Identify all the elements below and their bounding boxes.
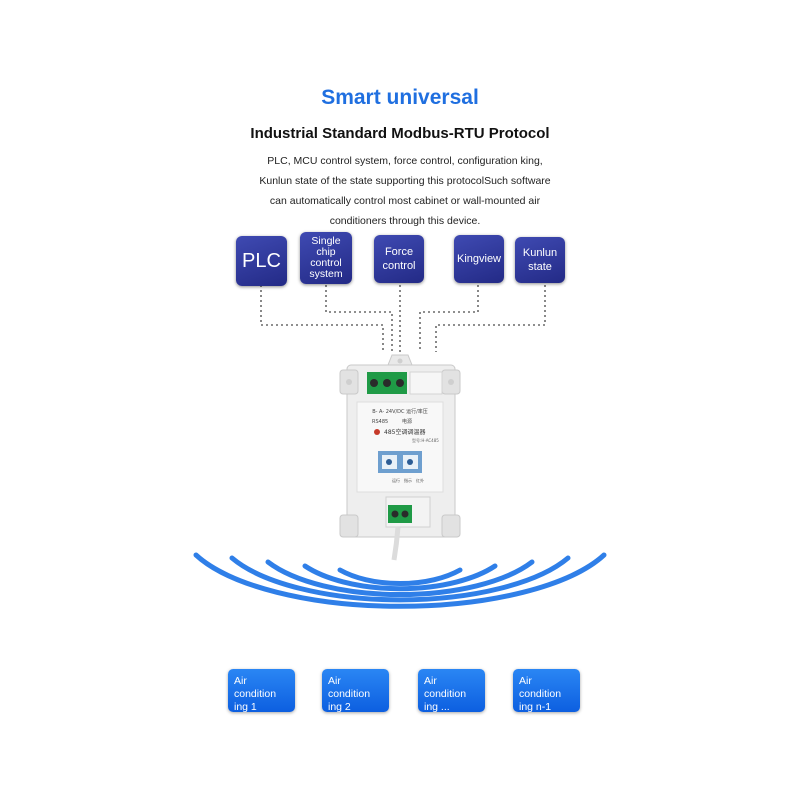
terminal-label: B- A- 24V/DC 运行/率压 — [372, 408, 428, 415]
ac-label-line: ing 2 — [328, 701, 351, 713]
side-label: 红外 — [416, 477, 424, 483]
protocol-subtitle: Industrial Standard Modbus-RTU Protocol — [250, 125, 550, 142]
description-line: can automatically control most cabinet o… — [269, 195, 541, 207]
air-conditioner-box: Air condition ing 2 — [322, 669, 389, 713]
system-label-line: state — [528, 261, 552, 273]
air-conditioner-box: Air condition ing 1 — [228, 669, 295, 713]
system-label-line: control — [382, 260, 416, 272]
ac-label-line: ing 1 — [234, 701, 257, 713]
kingview-connector — [419, 285, 479, 352]
description-line: PLC, MCU control system, force control, … — [267, 155, 543, 167]
system-box-force-control: Force control — [374, 235, 424, 283]
description-line: Kunlun state of the state supporting thi… — [259, 175, 551, 187]
system-box-kingview: Kingview — [454, 235, 504, 283]
wave-arc — [337, 567, 463, 587]
headline: Smart universal — [321, 86, 479, 109]
ac-label-line: Air condition — [328, 675, 371, 700]
rs485-label: RS485 — [372, 419, 388, 425]
wave-arc — [193, 552, 607, 609]
ac-label-line: ing ... — [424, 701, 450, 713]
ac-label-line: Air condition — [234, 675, 277, 700]
product-name: 485空调调温器 — [384, 428, 425, 436]
air-conditioner-box: Air condition ing ... — [418, 669, 485, 713]
plc-connector — [260, 285, 384, 352]
system-label-line: control — [310, 257, 342, 269]
system-label: PLC — [242, 249, 281, 272]
system-label-line: chip — [316, 246, 336, 258]
kunlun-connector — [435, 285, 546, 352]
mcu-connector — [325, 285, 393, 352]
system-box-kunlun: Kunlun state — [515, 237, 565, 283]
wave-arc — [302, 563, 498, 592]
system-label: Kingview — [456, 252, 502, 265]
controller-device: B- A- 24V/DC 运行/率压 RS485 电源 485空调调温器 型号:… — [339, 354, 461, 561]
wave-arc — [265, 559, 535, 598]
model-label: 型号:H-AC485 — [412, 437, 439, 443]
description: PLC, MCU control system, force control, … — [240, 151, 570, 231]
description-line: conditioners through this device. — [329, 215, 481, 227]
power-label: 电源 — [402, 418, 412, 425]
wave-arcs — [193, 552, 607, 609]
air-conditioner-box: Air condition ing n-1 — [513, 669, 580, 713]
system-label-line: Kunlun — [522, 247, 558, 259]
side-label: 运行 — [392, 477, 400, 483]
side-label: 指示 — [404, 477, 412, 483]
ac-label-line: Air condition — [424, 675, 467, 700]
system-label-line: Single — [311, 235, 341, 247]
system-label-line: system — [309, 268, 343, 280]
ac-label-line: Air condition — [519, 675, 562, 700]
system-box-single-chip: Single chip control system — [300, 232, 352, 284]
system-label-line: Force — [384, 246, 414, 258]
wave-arc — [229, 555, 571, 603]
system-box-plc: PLC — [236, 236, 287, 286]
ac-label-line: ing n-1 — [519, 701, 552, 713]
